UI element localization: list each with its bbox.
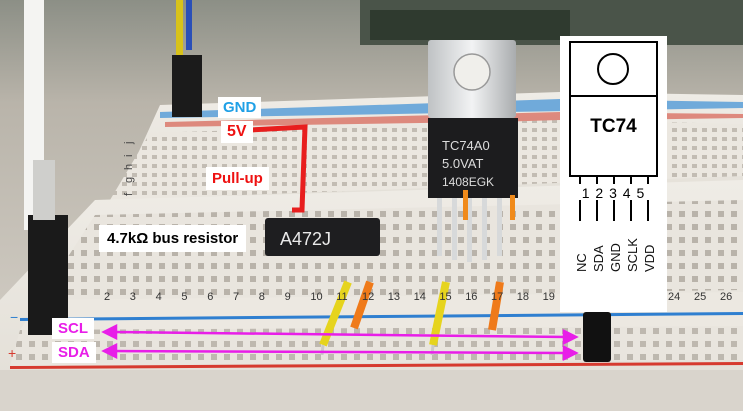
column-number: 16 <box>465 291 477 303</box>
column-number: 3 <box>130 291 136 303</box>
column-number: 14 <box>414 291 426 303</box>
column-number: 5 <box>181 291 187 303</box>
pull-up-label: Pull-up <box>206 167 269 190</box>
resistor-marking: A472J <box>280 229 331 249</box>
pinout-pin-numbers: 1 2 3 4 5 <box>581 185 646 201</box>
pin-name-gnd: GND <box>608 243 623 272</box>
pinout-title: TC74 <box>590 116 637 137</box>
chip-line-1: TC74A0 <box>442 138 490 153</box>
chip-body <box>428 118 518 198</box>
column-number: 18 <box>517 291 529 303</box>
resistor-network <box>265 218 380 256</box>
column-numbers: 2 3 4 5 6 7 8 9 10 11 12 13 14 15 16 17 18 19 24 25 26 <box>104 291 732 303</box>
bus-resistor-label: 4.7kΩ bus resistor <box>99 225 247 252</box>
column-number: 8 <box>259 291 265 303</box>
column-number: 11 <box>336 291 347 303</box>
column-number: 4 <box>156 291 162 303</box>
pin-name-nc: NC <box>574 253 589 272</box>
scl-label: SCL <box>52 318 94 339</box>
column-number: 7 <box>233 291 239 303</box>
column-number: 25 <box>694 291 706 303</box>
column-number: 12 <box>362 291 374 303</box>
svg-text:−: − <box>10 309 18 325</box>
pin-name-sclk: SCLK <box>625 238 640 272</box>
pullup-wire <box>231 124 308 213</box>
pin-name-sda: SDA <box>591 245 606 272</box>
column-number: 26 <box>720 291 732 303</box>
column-number: 6 <box>207 291 213 303</box>
column-number: 2 <box>104 291 110 303</box>
pinout-drawing <box>569 41 658 221</box>
column-number: 19 <box>543 291 555 303</box>
row-letter: g <box>123 177 135 183</box>
row-letters: f g h i j <box>123 142 135 196</box>
gnd-label: GND <box>218 97 262 118</box>
five-v-label: 5V <box>221 121 253 143</box>
column-number: 9 <box>285 291 291 303</box>
pin-name-vdd: VDD <box>642 244 657 272</box>
chip-line-2: 5.0VAT <box>442 156 483 171</box>
sda-label: SDA <box>52 342 96 363</box>
svg-text:+: + <box>8 345 16 361</box>
row-letter: j <box>123 142 135 145</box>
column-number: 24 <box>668 291 680 303</box>
chip-line-3: 1408EGK <box>442 175 494 189</box>
column-number: 10 <box>310 291 322 303</box>
row-letter: i <box>123 155 135 157</box>
column-number: 15 <box>439 291 451 303</box>
row-letter: f <box>123 192 135 196</box>
row-letter: h <box>123 164 135 170</box>
column-number: 17 <box>491 291 503 303</box>
tc74-pinout-diagram: TC74 1 2 3 4 5 NC SDA GND SCLK VDD <box>560 36 667 312</box>
column-number: 13 <box>388 291 400 303</box>
bus-arrows <box>101 323 579 362</box>
